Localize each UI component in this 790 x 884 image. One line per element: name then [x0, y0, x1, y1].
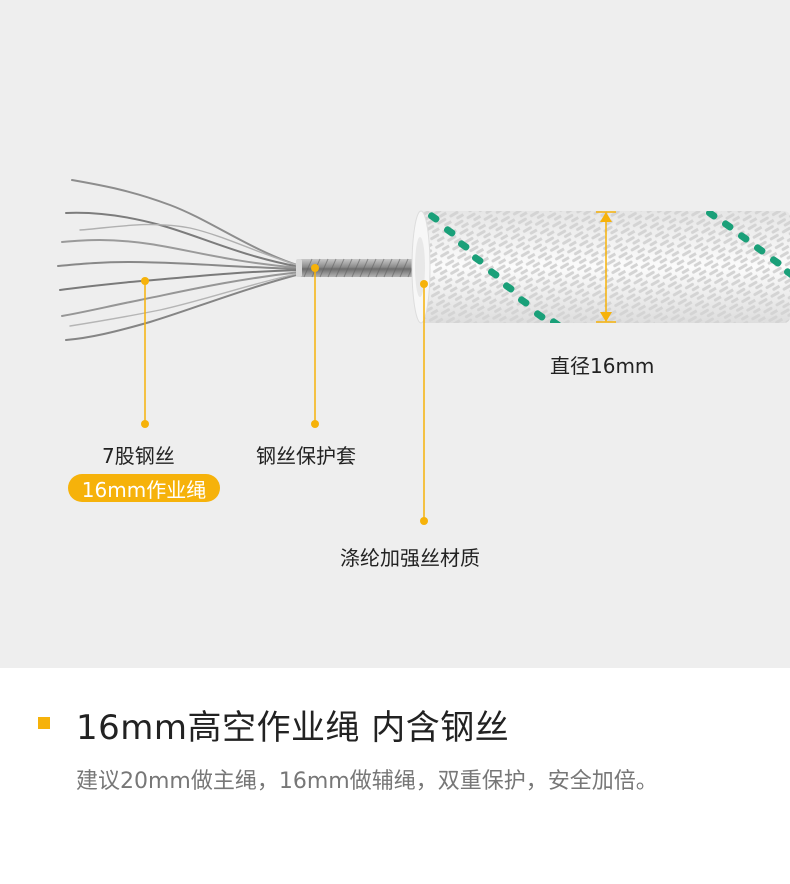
strand [65, 211, 301, 268]
rope-illustration [57, 179, 790, 525]
strand [65, 273, 301, 341]
strand [61, 239, 301, 269]
strand [71, 179, 301, 267]
braided-rope [420, 211, 790, 323]
label-diameter: 直径16mm [550, 354, 655, 378]
product-diagram-panel [0, 0, 790, 668]
callout-lines [141, 264, 428, 525]
page-headline: 16mm高空作业绳 内含钢丝 [76, 708, 510, 748]
steel-sleeve [296, 258, 426, 278]
strand [57, 260, 301, 270]
badge-work-rope: 16mm作业绳 [68, 474, 220, 502]
strand [59, 269, 301, 291]
bullet-square-icon [38, 717, 50, 729]
diameter-indicator [596, 211, 616, 323]
page-subline: 建议20mm做主绳，16mm做辅绳，双重保护，安全加倍。 [76, 769, 658, 794]
strand [61, 271, 301, 317]
label-polyester-material: 涤纶加强丝材质 [340, 546, 480, 570]
strand [69, 272, 301, 327]
label-steel-sleeve: 钢丝保护套 [256, 444, 356, 468]
steel-strands [57, 179, 301, 341]
strand [79, 223, 301, 267]
label-steel-strands: 7股钢丝 [102, 444, 175, 468]
